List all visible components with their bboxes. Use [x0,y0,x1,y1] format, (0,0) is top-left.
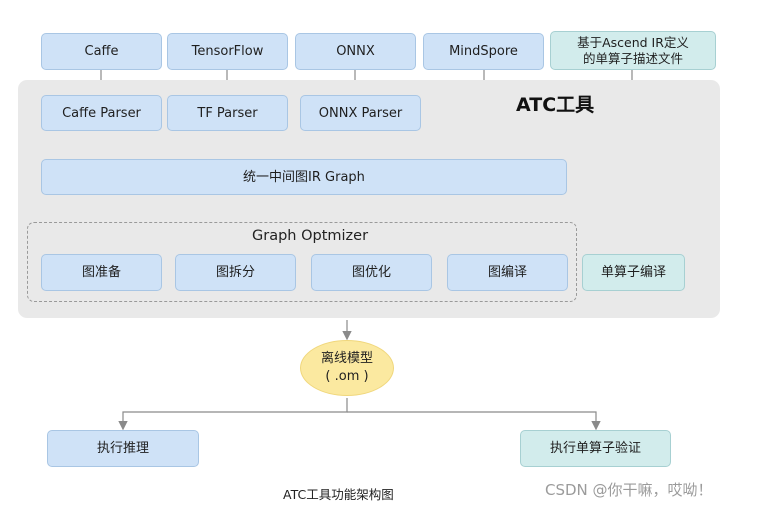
ascend-ir-line1: 基于Ascend IR定义 [577,34,689,50]
ir-graph-node: 统一中间图IR Graph [41,159,567,195]
offline-model-node: 离线模型 ( .om ) [300,340,394,396]
edge-model-outputs [118,398,348,431]
optimizer-step-compile: 图编译 [447,254,568,291]
csdn-watermark: CSDN @你干嘛，哎呦！ [545,481,713,499]
diagram-caption: ATC工具功能架构图 [283,487,394,502]
graph-optimizer-title: Graph Optmizer [252,228,369,244]
atc-tool-title: ATC工具 [516,94,595,116]
mindspore-node: MindSpore [423,33,544,70]
offline-model-line2: ( .om ) [325,369,369,384]
single-op-verify-node: 执行单算子验证 [520,430,671,467]
ascend-ir-line2: 的单算子描述文件 [582,50,683,66]
optimizer-step-optimize: 图优化 [311,254,432,291]
caffe-parser-node: Caffe Parser [41,95,162,131]
onnx-node: ONNX [295,33,416,70]
optimizer-step-split: 图拆分 [175,254,296,291]
caffe-node: Caffe [41,33,162,70]
offline-model-line1: 离线模型 [320,351,373,366]
tensorflow-node: TensorFlow [167,33,288,70]
tf-parser-node: TF Parser [167,95,288,131]
optimizer-step-prepare: 图准备 [41,254,162,291]
single-op-compile-node: 单算子编译 [582,254,685,291]
edge-model-verify [347,411,601,431]
inference-node: 执行推理 [47,430,199,467]
graph-optimizer-group [27,222,577,302]
ascend-ir-node: 基于Ascend IR定义 的单算子描述文件 [550,31,716,70]
onnx-parser-node: ONNX Parser [300,95,421,131]
